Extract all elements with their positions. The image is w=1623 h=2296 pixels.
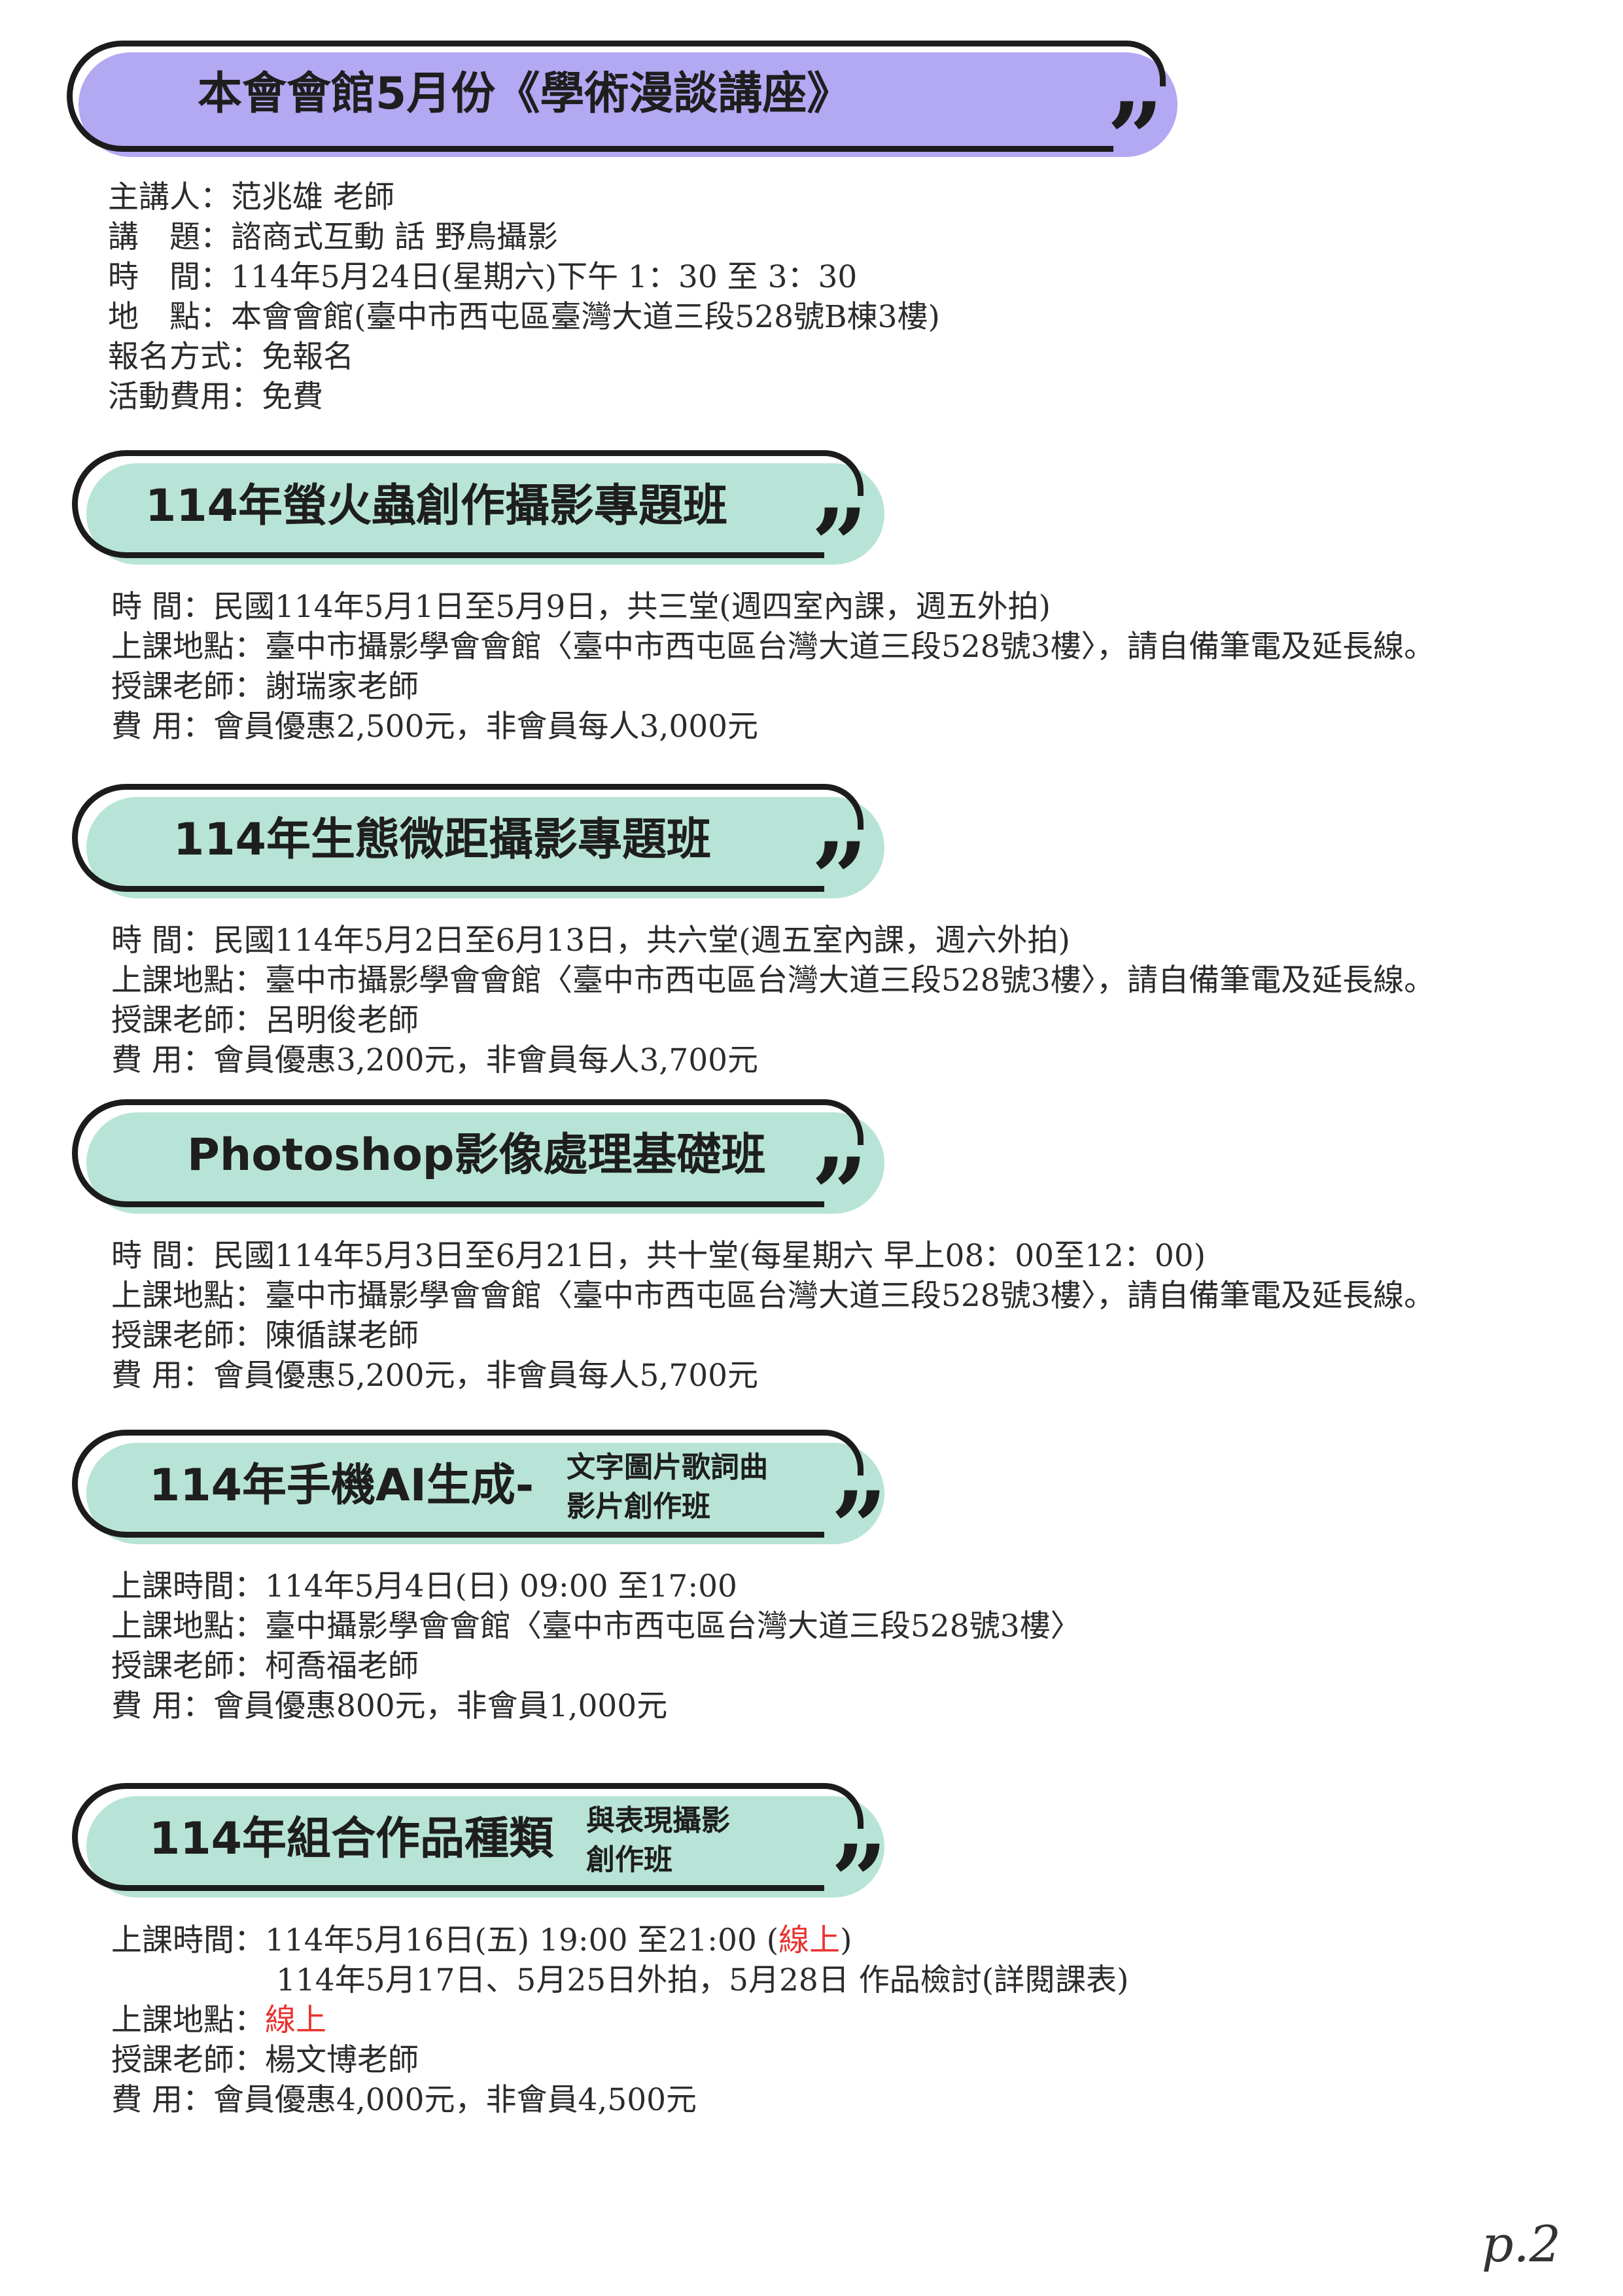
quote-mark-icon: ” xyxy=(831,1824,888,1939)
course5-subtitle-line2: 創作班 xyxy=(586,1843,672,1877)
course5-time-value: 114年5月16日(五) 19:00 至21:00 ( xyxy=(265,1922,779,1958)
course5-time: 上課時間：114年5月16日(五) 19:00 至21:00 (線上) xyxy=(111,1921,852,1960)
page-number: p.2 xyxy=(1482,2215,1562,2273)
course4-title: 114年手機AI生成- xyxy=(149,1460,534,1511)
lecture-title: 本會會館5月份《學術漫談講座》 xyxy=(198,68,852,120)
lecture-fee: 活動費用：免費 xyxy=(108,379,323,415)
course2-teacher: 授課老師：呂明俊老師 xyxy=(111,1002,419,1038)
course3-teacher: 授課老師：陳循謀老師 xyxy=(111,1318,419,1354)
course3-time: 時 間：民國114年5月3日至6月21日，共十堂(每星期六 早上08：00至12… xyxy=(111,1238,1206,1274)
course2-time: 時 間：民國114年5月2日至6月13日，共六堂(週五室內課，週六外拍) xyxy=(111,923,1070,959)
course5-time-extra: 114年5月17日、5月25日外拍，5月28日 作品檢討(詳閱課表) xyxy=(276,1962,1129,1998)
quote-mark-icon: ” xyxy=(811,487,868,603)
course1-place: 上課地點：臺中市攝影學會會館〈臺中市西屯區台灣大道三段528號3樓〉，請自備筆電… xyxy=(111,629,1435,665)
quote-mark-icon: ” xyxy=(831,1470,888,1585)
lecture-banner: 本會會館5月份《學術漫談講座》 ” xyxy=(67,41,1179,188)
course2-banner: 114年生態微距攝影專題班 ” xyxy=(72,784,890,928)
course4-banner-outline-corner xyxy=(759,1430,864,1475)
course3-title: Photoshop影像處理基礎班 xyxy=(187,1129,766,1181)
lecture-banner-outline xyxy=(67,41,1113,152)
course1-title: 114年螢火蟲創作攝影專題班 xyxy=(145,480,727,532)
course4-banner: 114年手機AI生成- 文字圖片歌詞曲 影片創作班 ” xyxy=(72,1430,890,1577)
course2-banner-outline xyxy=(72,784,824,892)
course5-banner: 114年組合作品種類 與表現攝影 創作班 ” xyxy=(72,1783,890,1930)
quote-mark-icon: ” xyxy=(811,1137,868,1252)
course5-banner-fill xyxy=(86,1796,884,1898)
course5-teacher: 授課老師：楊文博老師 xyxy=(111,2042,419,2078)
course1-teacher: 授課老師：謝瑞家老師 xyxy=(111,669,419,705)
course1-banner-outline xyxy=(72,450,824,558)
course5-subtitle-line1: 與表現攝影 xyxy=(586,1804,730,1837)
lecture-topic: 講 題：諮商式互動 話 野鳥攝影 xyxy=(108,219,558,255)
course3-place: 上課地點：臺中市攝影學會會館〈臺中市西屯區台灣大道三段528號3樓〉，請自備筆電… xyxy=(111,1278,1435,1314)
course2-title: 114年生態微距攝影專題班 xyxy=(173,814,711,866)
lecture-speaker: 主講人：范兆雄 老師 xyxy=(108,179,394,215)
course5-time-label: 上課時間： xyxy=(111,1922,265,1958)
course1-fee: 費 用：會員優惠2,500元，非會員每人3,000元 xyxy=(111,709,759,745)
course4-place: 上課地點：臺中攝影學會會館〈臺中市西屯區台灣大道三段528號3樓〉 xyxy=(111,1608,1081,1644)
course1-time: 時 間：民國114年5月1日至5月9日，共三堂(週四室內課，週五外拍) xyxy=(111,589,1051,625)
course5-place: 上課地點：線上 xyxy=(111,2001,326,2040)
course4-teacher: 授課老師：柯喬福老師 xyxy=(111,1648,419,1684)
course3-fee: 費 用：會員優惠5,200元，非會員每人5,700元 xyxy=(111,1358,759,1394)
course5-banner-outline xyxy=(72,1783,824,1891)
course5-title: 114年組合作品種類 xyxy=(149,1813,553,1865)
course1-banner-fill xyxy=(86,463,884,565)
course4-fee: 費 用：會員優惠800元，非會員1,000元 xyxy=(111,1688,668,1724)
course3-banner-fill xyxy=(86,1112,884,1214)
course5-place-value: 線上 xyxy=(265,2002,326,2038)
quote-mark-icon: ” xyxy=(1107,81,1164,196)
course5-fee: 費 用：會員優惠4,000元，非會員4,500元 xyxy=(111,2082,697,2118)
lecture-banner-fill xyxy=(79,52,1178,157)
course4-banner-fill xyxy=(86,1443,884,1544)
course5-banner-outline-corner xyxy=(759,1783,864,1829)
course2-banner-fill xyxy=(86,797,884,898)
quote-mark-icon: ” xyxy=(811,821,868,936)
lecture-banner-outline-corner xyxy=(1048,41,1166,86)
course2-fee: 費 用：會員優惠3,200元，非會員每人3,700元 xyxy=(111,1042,759,1078)
course5-time-close: ) xyxy=(840,1922,852,1958)
lecture-place: 地 點：本會會館(臺中市西屯區臺灣大道三段528號B棟3樓) xyxy=(108,299,940,335)
course3-banner: Photoshop影像處理基礎班 ” xyxy=(72,1099,890,1243)
course5-place-label: 上課地點： xyxy=(111,2002,265,2038)
course5-online-tag: 線上 xyxy=(778,1922,841,1958)
course4-banner-outline xyxy=(72,1430,824,1538)
lecture-registration: 報名方式：免報名 xyxy=(108,339,354,375)
course2-place: 上課地點：臺中市攝影學會會館〈臺中市西屯區台灣大道三段528號3樓〉，請自備筆電… xyxy=(111,963,1435,998)
course4-subtitle-line2: 影片創作班 xyxy=(567,1490,710,1523)
course1-banner: 114年螢火蟲創作攝影專題班 ” xyxy=(72,450,890,594)
course4-time: 上課時間：114年5月4日(日) 09:00 至17:00 xyxy=(111,1568,737,1604)
course3-banner-outline xyxy=(72,1099,824,1207)
lecture-time: 時 間：114年5月24日(星期六)下午 1：30 至 3：30 xyxy=(108,259,858,295)
course4-subtitle-line1: 文字圖片歌詞曲 xyxy=(567,1451,768,1484)
